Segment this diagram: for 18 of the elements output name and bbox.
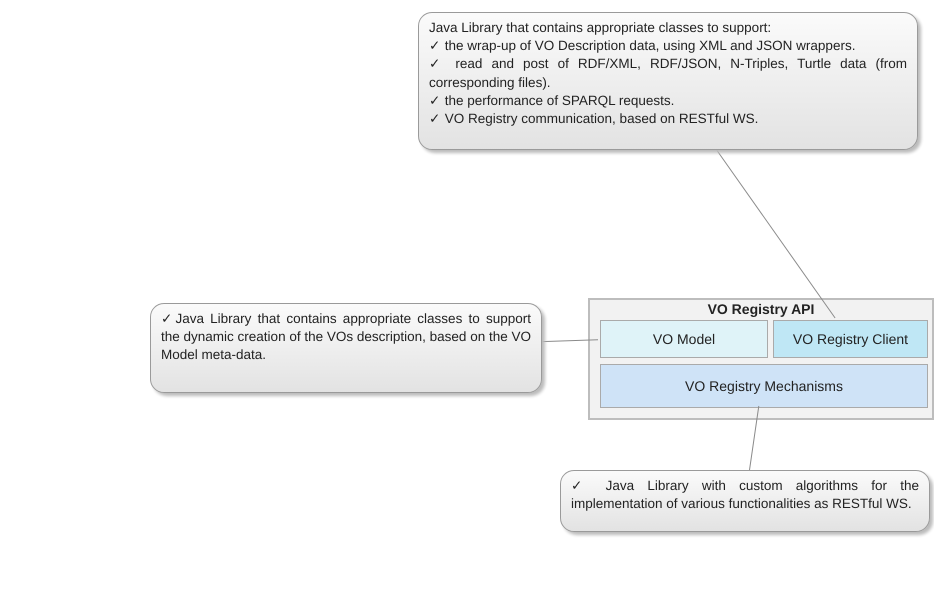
- callout-text: ✓ the performance of SPARQL requests.: [429, 92, 676, 110]
- callout-box: [418, 12, 918, 150]
- group-title: VO Registry API: [706, 301, 816, 317]
- callout-box: [560, 470, 930, 532]
- callout-text: ✓ read and post of RDF/XML, RDF/JSON, N-Triples, Turtle data (from corresponding files).: [429, 55, 907, 92]
- component-box: VO Registry Client: [773, 320, 928, 358]
- callout-text: ✓ Java Library with custom algorithms for the implementation of various functionalities as RESTful WS.: [571, 477, 919, 514]
- leader-line: [542, 339, 598, 342]
- component-box: VO Model: [600, 320, 768, 358]
- callout-box: [150, 303, 542, 393]
- callout-text: ✓ VO Registry communication, based on RESTful WS.: [429, 110, 760, 128]
- callout-text: ✓ the wrap-up of VO Description data, using XML and JSON wrappers.: [429, 37, 856, 56]
- component-box: [588, 298, 934, 420]
- callout-text: ✓Java Library that contains appropriate classes to support the dynamic creation of the VOs description, based on the VO Model meta-data.: [161, 310, 531, 364]
- component-box: VO Registry Mechanisms: [600, 364, 928, 408]
- callout-text: Java Library that contains appropriate classes to support:: [429, 19, 772, 37]
- leader-line: [716, 150, 836, 318]
- leader-line: [749, 406, 760, 470]
